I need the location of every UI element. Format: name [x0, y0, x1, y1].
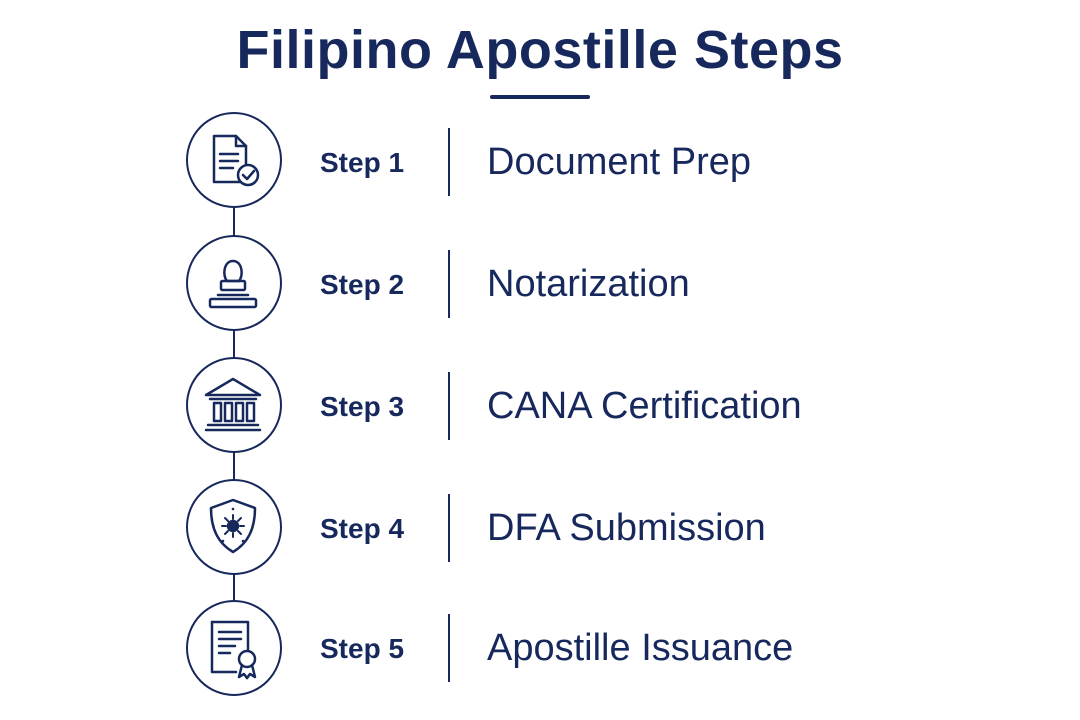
step-name: CANA Certification [487, 385, 802, 427]
timeline-connector [233, 452, 235, 481]
step-label: Step 4 [320, 513, 405, 544]
certificate-ribbon-icon [210, 620, 257, 680]
step-label: Step 1 [320, 147, 405, 178]
page-title: Filipino Apostille Steps [236, 20, 844, 80]
step-name: Document Prep [487, 141, 752, 183]
step-divider [448, 494, 450, 562]
step-label: Step 2 [320, 269, 405, 300]
step-icon-circle [186, 235, 282, 331]
rubber-stamp-icon [208, 259, 258, 309]
step-icon-circle [186, 357, 282, 453]
step-divider [448, 128, 450, 196]
step-name: Notarization [487, 263, 690, 305]
timeline-connector [233, 574, 235, 601]
timeline-connector [233, 330, 235, 359]
step-name: Apostille Issuance [487, 627, 794, 669]
document-check-icon [212, 134, 260, 187]
shield-sun-emblem-icon [209, 498, 257, 554]
step-divider [448, 614, 450, 682]
step-divider [448, 250, 450, 318]
step-icon-circle [186, 479, 282, 575]
step-label: Step 3 [320, 391, 405, 422]
timeline-connector [233, 208, 235, 237]
government-building-icon [204, 377, 262, 432]
step-icon-circle [186, 600, 282, 696]
step-divider [448, 372, 450, 440]
title-underline [490, 95, 590, 99]
step-name: DFA Submission [487, 507, 766, 549]
step-icon-circle [186, 112, 282, 208]
step-label: Step 5 [320, 633, 405, 664]
